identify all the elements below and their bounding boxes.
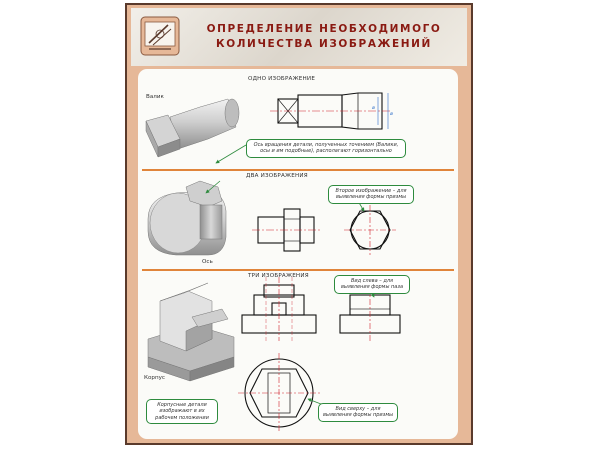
body-left-view: [339, 287, 401, 341]
section2-heading: ДВА ИЗОБРАЖЕНИЯ: [246, 173, 308, 179]
section1-part-label: Валик: [146, 94, 164, 100]
title-line-1: ОПРЕДЕЛЕНИЕ НЕОБХОДИМОГО: [206, 23, 442, 35]
shaft-front-view: ⌀ ⌀: [270, 92, 393, 130]
shaft-3d-illustration: [145, 98, 240, 158]
axle-front-view: [252, 208, 320, 252]
section3-heading: ТРИ ИЗОБРАЖЕНИЯ: [248, 273, 309, 279]
section3-part-label: Корпус: [144, 375, 165, 381]
drafting-compass-icon: [140, 16, 180, 56]
section2-part-label: Ось: [202, 259, 213, 265]
axle-3d-illustration: [147, 180, 227, 256]
title-line-2: КОЛИЧЕСТВА ИЗОБРАЖЕНИЙ: [216, 38, 432, 50]
content-panel: ⌀ ⌀: [138, 69, 458, 439]
body-front-view: [241, 277, 317, 341]
poster-title: ОПРЕДЕЛЕНИЕ НЕОБХОДИМОГО КОЛИЧЕСТВА ИЗОБ…: [189, 22, 459, 52]
section2-note: Второе изображение – для выявления формы…: [328, 185, 414, 204]
axle-side-view: [344, 205, 396, 255]
poster-frame: ОПРЕДЕЛЕНИЕ НЕОБХОДИМОГО КОЛИЧЕСТВА ИЗОБ…: [125, 3, 473, 445]
section-divider-1: [142, 169, 454, 171]
section3-note-top-view: Вид сверху – для выявления формы призмы: [318, 403, 398, 422]
section3-note-left-view: Вид слева – для выявления формы паза: [334, 275, 410, 294]
body-top-view: [238, 353, 320, 433]
section1-heading: ОДНО ИЗОБРАЖЕНИЕ: [248, 76, 316, 82]
section1-note: Ось вращения детали, полученных точением…: [246, 139, 406, 158]
svg-text:⌀: ⌀: [372, 105, 375, 111]
body-3d-illustration: [147, 282, 235, 382]
poster-header: ОПРЕДЕЛЕНИЕ НЕОБХОДИМОГО КОЛИЧЕСТВА ИЗОБ…: [131, 8, 467, 66]
svg-text:⌀: ⌀: [390, 111, 393, 117]
section-divider-2: [142, 269, 454, 271]
drawings-canvas: ⌀ ⌀: [145, 92, 401, 433]
section3-note-body: Корпусные детали изображают в их рабочем…: [146, 399, 218, 425]
